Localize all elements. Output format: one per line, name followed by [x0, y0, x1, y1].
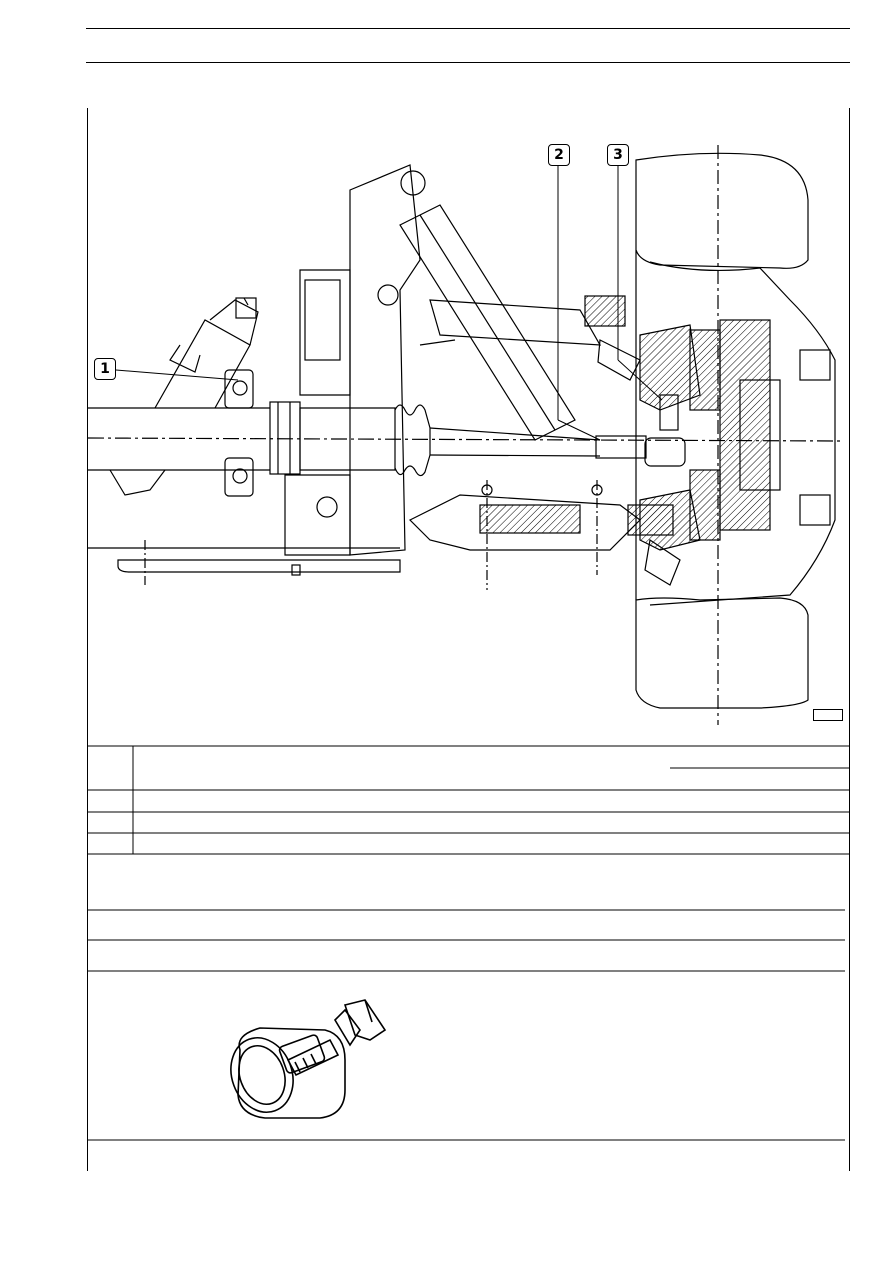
callout-1-label: 1: [100, 361, 110, 377]
header-rule-bottom: [86, 62, 850, 63]
callout-2: 2: [548, 144, 570, 166]
frame-right: [849, 108, 850, 1171]
frame-left: [87, 108, 88, 1171]
callout-2-label: 2: [554, 147, 564, 163]
ball-joint-puller-tool-icon: [230, 999, 387, 1119]
callout-3: 3: [607, 144, 629, 166]
callout-3-label: 3: [613, 147, 623, 163]
callout-1: 1: [94, 358, 116, 380]
header-rule-top: [86, 28, 850, 29]
figure-number-box: [813, 709, 843, 721]
